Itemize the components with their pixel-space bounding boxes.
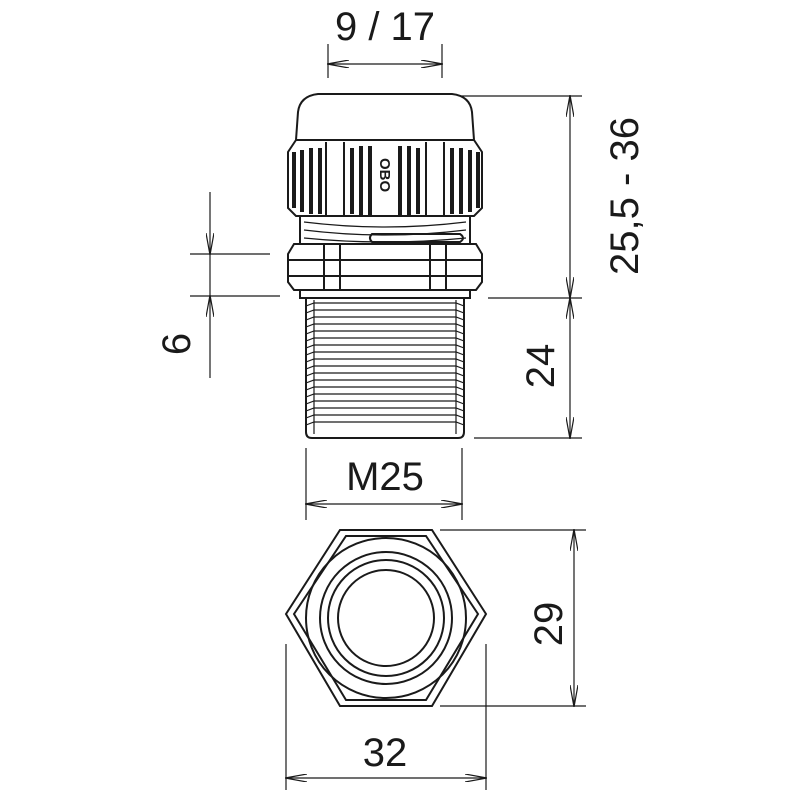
dim-top-width: 9 / 17 (335, 5, 435, 49)
thread-crest (305, 323, 465, 328)
thread-crest (305, 330, 465, 335)
thread-crest (305, 351, 465, 356)
neck-thread (299, 216, 471, 245)
logo-text: OBO (376, 158, 393, 193)
dim-thread-length: 24 (519, 344, 563, 389)
thread-crest (305, 358, 465, 363)
thread-crest (305, 407, 465, 412)
dim-across-corners: 32 (363, 731, 408, 775)
external-thread (305, 298, 465, 439)
thread-crest (305, 393, 465, 398)
dim-height-range: 25,5 - 36 (603, 117, 647, 275)
body-flange (287, 243, 483, 299)
dim-thread-size: M25 (346, 455, 424, 499)
hex-outline (284, 529, 488, 707)
thread-crest (305, 379, 465, 384)
thread-crest (305, 386, 465, 391)
top-view (284, 529, 488, 707)
thread-crest (305, 302, 465, 307)
thread-crest (305, 414, 465, 419)
thread-crest (305, 421, 465, 426)
thread-crest (305, 365, 465, 370)
thread-crest (305, 372, 465, 377)
dim-clamp-range: 6 (155, 333, 199, 355)
side-view: OBO (287, 93, 483, 439)
sealing-nut: OBO (287, 139, 483, 217)
thread-crest (305, 400, 465, 405)
thread-crest (305, 309, 465, 314)
thread-crest (305, 344, 465, 349)
dimension-lines (190, 44, 586, 790)
thread-crest (305, 316, 465, 321)
dome-cap (295, 93, 475, 141)
dim-across-flats: 29 (527, 602, 571, 647)
thread-crest (305, 337, 465, 342)
